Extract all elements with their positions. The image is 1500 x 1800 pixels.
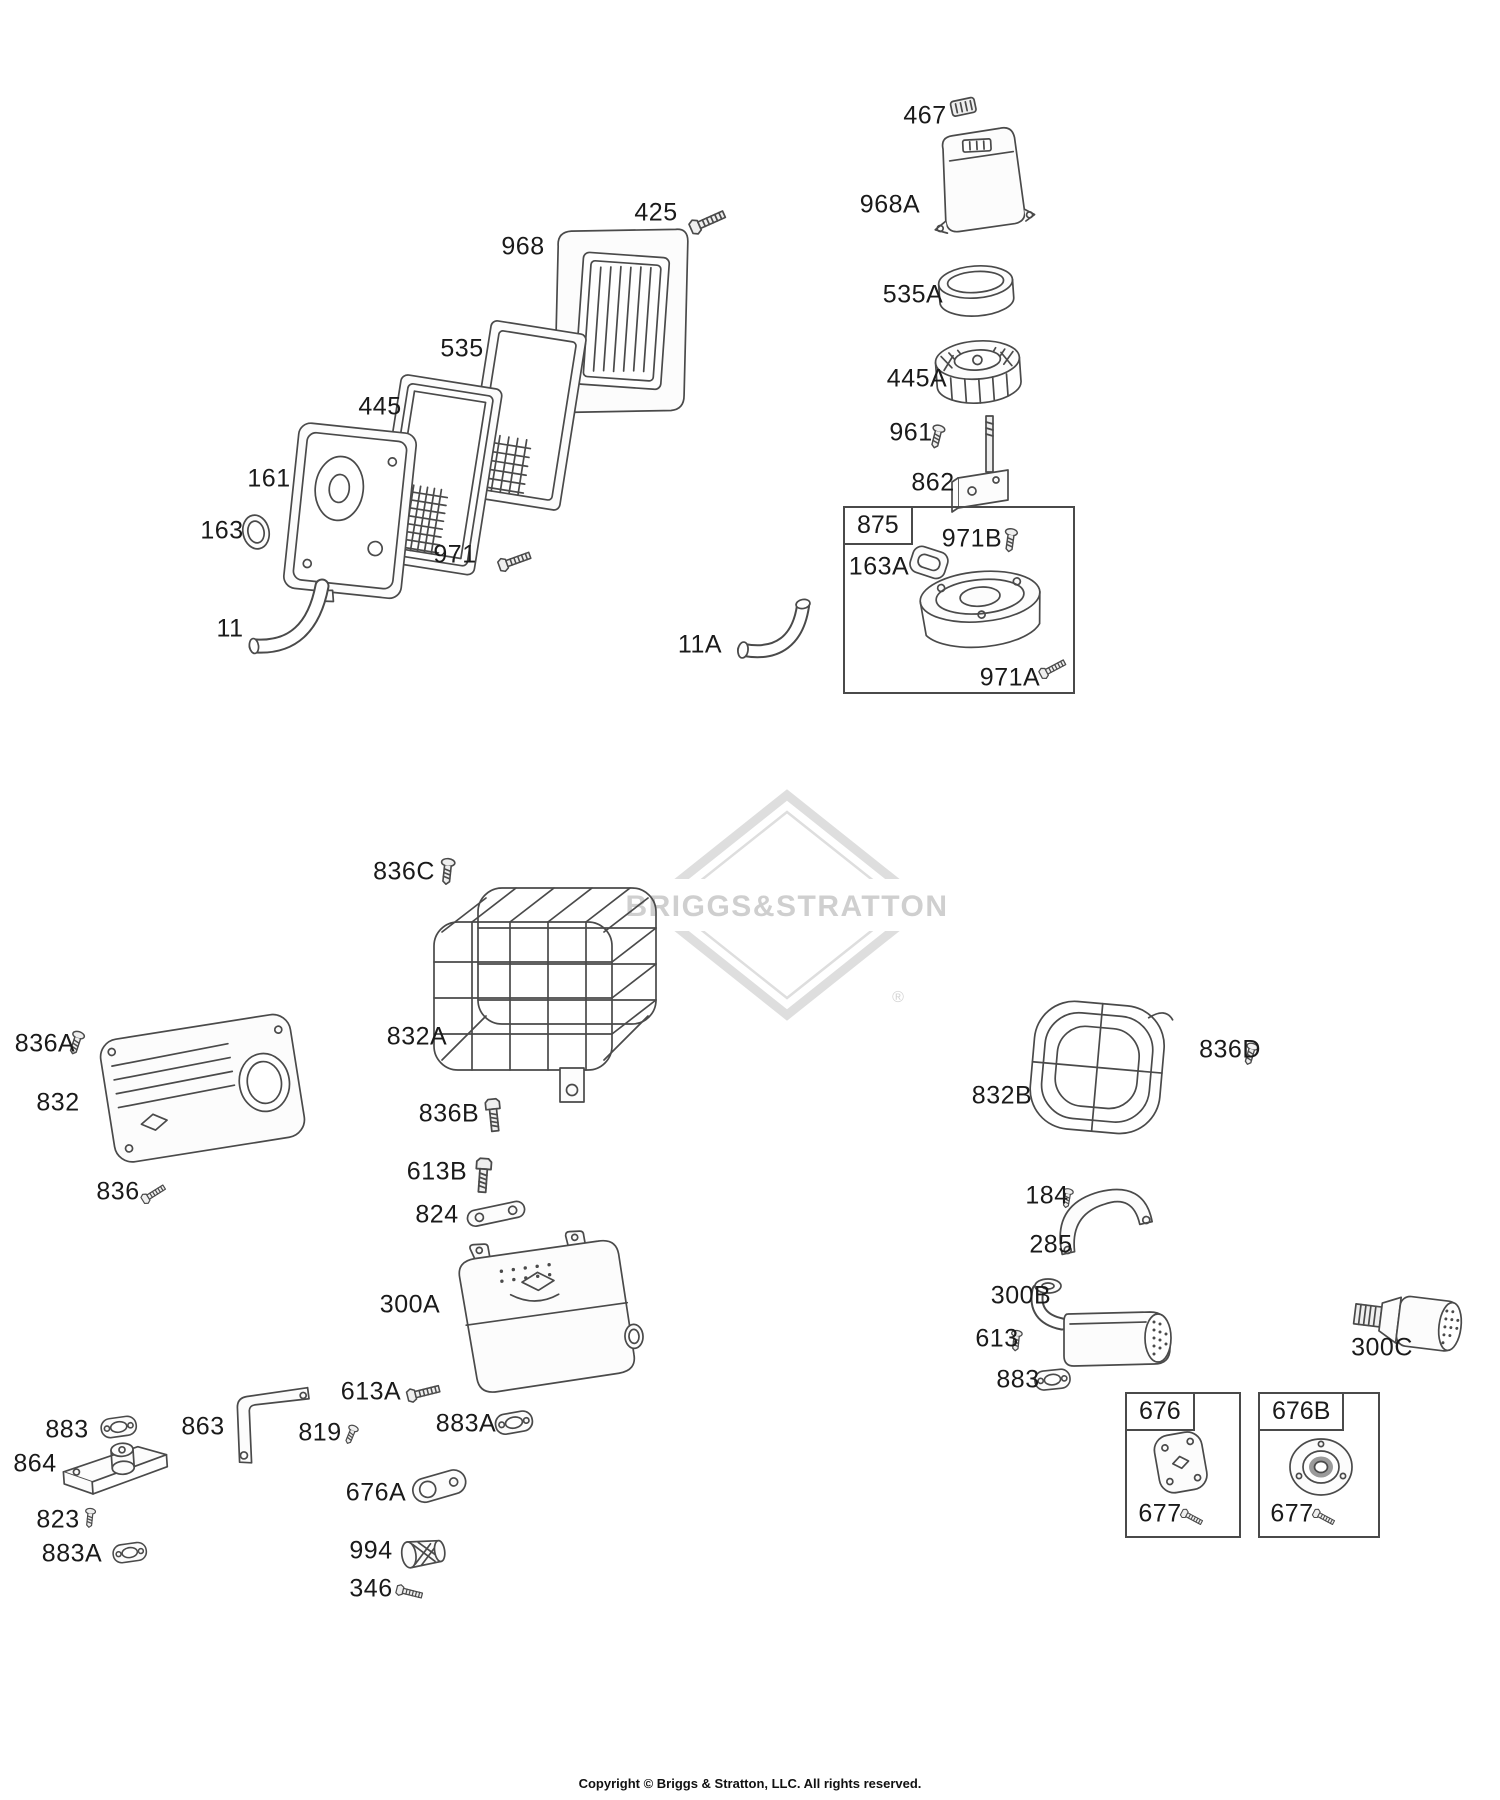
part-plate-824 [466, 1200, 526, 1228]
watermark-text: BRIGGS&STRATTON [625, 890, 948, 923]
part-adapter-676B [1289, 1438, 1353, 1496]
part-screw-836A [66, 1029, 87, 1057]
part-guard-676A [411, 1469, 467, 1504]
part-screw-677-b [1311, 1507, 1337, 1528]
part-screw-184 [1060, 1187, 1075, 1209]
part-bolt-971A [1037, 656, 1068, 681]
part-breather-tube-11A [737, 598, 811, 659]
part-bolt-425 [687, 206, 728, 237]
part-breather-cap-467 [949, 96, 977, 117]
part-deflector-676 [1153, 1431, 1208, 1494]
part-bolt-613A [405, 1381, 442, 1404]
part-gasket-883A [493, 1408, 535, 1437]
part-screw-613 [1009, 1329, 1024, 1352]
part-muffler-300C [1352, 1295, 1463, 1352]
part-air-cleaner-base-161 [282, 422, 418, 603]
part-screw-836D [1241, 1041, 1260, 1067]
part-screw-971B [1002, 527, 1019, 554]
part-muffler-300B [1030, 1278, 1172, 1367]
part-bolt-613B [473, 1157, 493, 1194]
part-bracket-862 [951, 415, 1009, 513]
part-spark-arrestor-994 [400, 1539, 446, 1569]
part-screw-836 [139, 1182, 168, 1206]
part-clamp-285 [1059, 1188, 1153, 1256]
part-screw-971 [496, 548, 533, 574]
part-gasket-163A [909, 545, 949, 580]
part-muffler-guard-832A [433, 887, 657, 1103]
part-screw-346 [394, 1583, 424, 1602]
part-heat-shield-832 [99, 1013, 306, 1163]
part-breather-tube-11 [248, 578, 330, 655]
part-screw-836C [438, 857, 457, 886]
part-screw-819 [342, 1423, 360, 1446]
part-air-cleaner-cover-968 [553, 228, 689, 414]
part-gasket-883 [99, 1414, 139, 1440]
part-air-filter-445A [934, 339, 1022, 404]
part-screw-961 [927, 423, 947, 450]
part-air-cleaner-cover-968A [934, 126, 1036, 234]
watermark-logo: BRIGGS&STRATTON ® [625, 789, 948, 1021]
watermark-registered-icon: ® [892, 989, 904, 1006]
part-filter-ring-535A [937, 264, 1015, 317]
part-gasket-883A-lower [111, 1540, 149, 1565]
part-bolt-836B [484, 1097, 504, 1133]
part-bracket-864 [62, 1442, 169, 1495]
part-bracket-863 [236, 1386, 310, 1464]
copyright-text: Copyright © Briggs & Stratton, LLC. All … [578, 1776, 922, 1791]
part-muffler-guard-832B [1029, 1000, 1174, 1135]
part-muffler-300A [458, 1230, 644, 1393]
part-seal-ring-163 [241, 514, 271, 550]
part-screw-677 [1179, 1507, 1205, 1528]
part-air-cleaner-body-875 [919, 570, 1041, 649]
part-gasket-883-right [1033, 1367, 1072, 1392]
part-screw-823 [83, 1507, 97, 1529]
